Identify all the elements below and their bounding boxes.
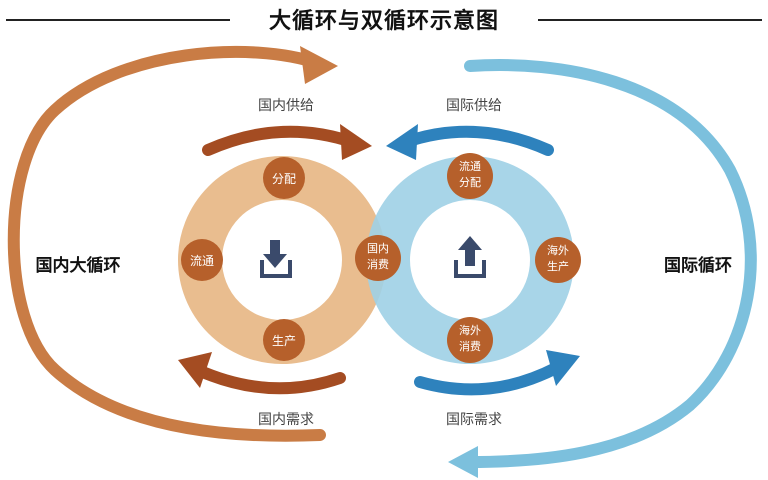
international-demand-label: 国际需求 xyxy=(446,412,502,428)
outer-international-arc xyxy=(464,59,757,468)
domestic-supply-arc xyxy=(202,125,358,156)
international-supply-label: 国际供给 xyxy=(446,98,502,114)
node-liutong-domestic: 流通 xyxy=(181,239,223,281)
node-overseas-production: 海外 生产 xyxy=(535,237,581,283)
outer-international-arrowhead xyxy=(448,446,478,478)
domestic-demand-arc xyxy=(192,364,346,395)
page-title: 大循环与双循环示意图 xyxy=(268,9,499,34)
international-demand-arc xyxy=(414,362,562,396)
download-tray-icon xyxy=(260,240,292,278)
domestic-supply-arrowhead xyxy=(340,124,372,160)
node-overseas-production-line1: 海外 xyxy=(547,243,569,257)
node-liutong-fenpei-intl: 流通 分配 xyxy=(447,153,493,199)
node-liutong-domestic-label: 流通 xyxy=(190,254,214,268)
domestic-ring xyxy=(178,156,386,364)
node-overseas-consumption: 海外 消费 xyxy=(447,317,493,363)
international-supply-arc xyxy=(400,125,554,156)
node-fenpei: 分配 xyxy=(263,157,305,199)
domestic-demand-label: 国内需求 xyxy=(258,412,314,428)
node-intl-top-line1: 流通 xyxy=(459,159,481,173)
node-shengchan-domestic: 生产 xyxy=(263,319,305,361)
domestic-demand-arrowhead xyxy=(178,352,212,388)
title-rule-left xyxy=(6,19,230,21)
title-rule-right xyxy=(538,19,762,21)
node-shengchan-domestic-label: 生产 xyxy=(272,334,296,348)
outer-domestic-arc xyxy=(7,45,326,442)
node-intl-top-line2: 分配 xyxy=(459,176,481,189)
node-overseas-consumption-line1: 海外 xyxy=(459,323,481,337)
domestic-supply-label: 国内供给 xyxy=(258,98,314,114)
international-supply-arrowhead xyxy=(386,124,418,160)
node-fenpei-label: 分配 xyxy=(272,172,296,186)
node-overseas-consumption-line2: 消费 xyxy=(459,339,481,353)
node-domestic-consumption-line1: 国内 xyxy=(367,241,389,255)
node-overseas-production-line2: 生产 xyxy=(547,259,569,273)
node-domestic-consumption-line2: 消费 xyxy=(367,257,389,271)
outer-domestic-arrowhead xyxy=(300,46,338,84)
node-domestic-consumption: 国内 消费 xyxy=(355,235,401,281)
international-cycle-label: 国际循环 xyxy=(664,255,732,276)
international-demand-arrowhead xyxy=(546,350,580,386)
domestic-cycle-label: 国内大循环 xyxy=(36,255,121,276)
title-bar: 大循环与双循环示意图 xyxy=(0,0,768,40)
upload-tray-icon xyxy=(454,236,486,278)
